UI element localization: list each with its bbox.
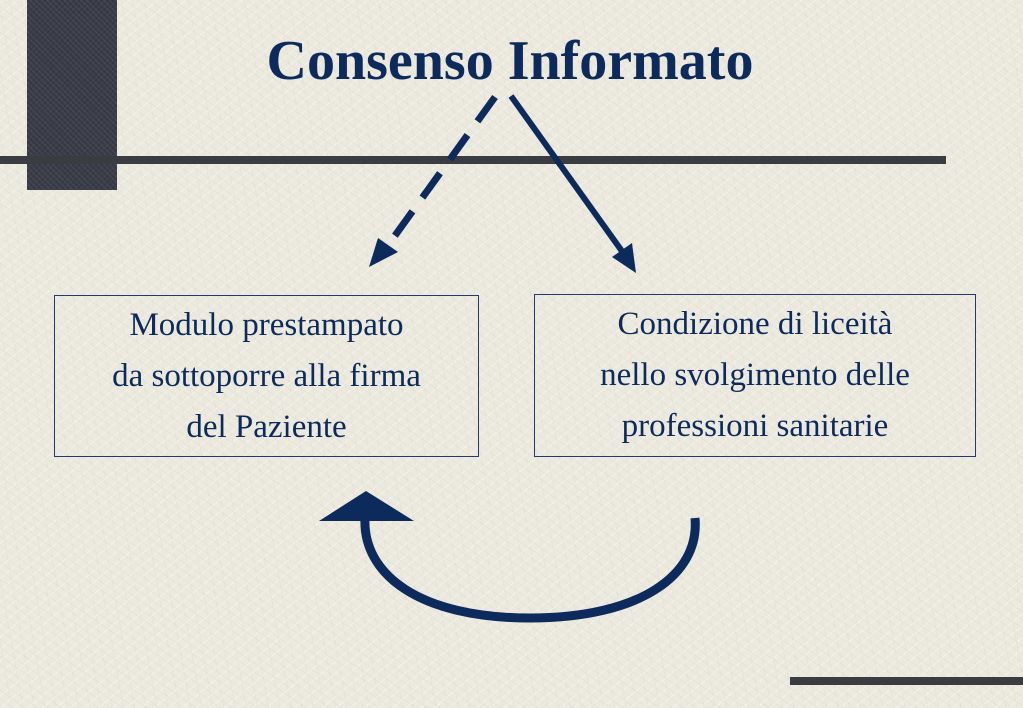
box-left-line-2: da sottoporre alla firma (112, 357, 421, 394)
box-left-line-1: Modulo prestampato (129, 306, 404, 343)
box-right-line-1: Condizione di liceità (617, 306, 893, 342)
dashed-arrow-to-left-box (383, 94, 498, 251)
box-right-line-3: professioni sanitarie (621, 408, 889, 444)
dashed-arrow-head (369, 238, 398, 267)
bottom-horizontal-rule (790, 677, 1023, 685)
box-modulo-prestampato: Modulo prestampato da sottoporre alla fi… (54, 295, 479, 457)
curved-arrow-head (319, 491, 414, 521)
box-condizione-liceita: Condizione di liceità nello svolgimento … (534, 294, 976, 457)
box-left-line-3: del Paziente (186, 408, 347, 445)
solid-arrow-head (612, 243, 636, 273)
curved-arrow-right-to-left (360, 516, 700, 623)
solid-arrow-to-right-box (508, 94, 627, 256)
top-horizontal-rule (0, 156, 946, 164)
slide-title: Consenso Informato (266, 30, 754, 92)
box-right-line-2: nello svolgimento delle (600, 357, 910, 393)
